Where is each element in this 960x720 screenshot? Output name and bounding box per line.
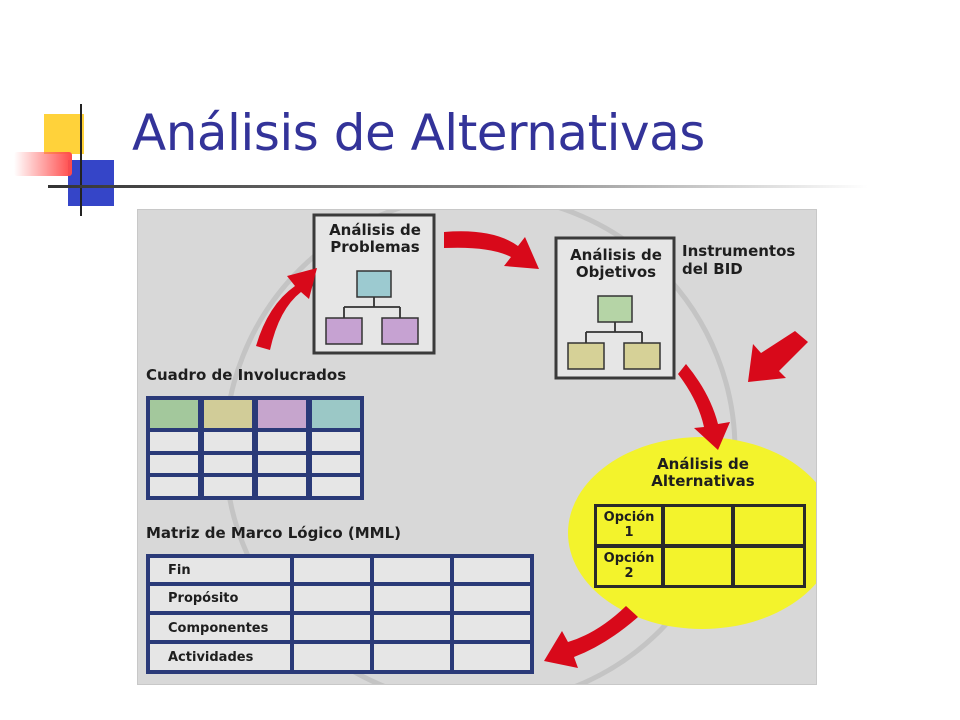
option-1-line2: 1 <box>624 525 634 540</box>
option-2-label: Opción 2 <box>597 551 661 581</box>
tree-node-icon <box>381 317 419 345</box>
problemas-title-line1: Análisis de <box>329 221 421 239</box>
instrumentos-line1: Instrumentos <box>682 242 796 260</box>
matriz-label: Matriz de Marco Lógico (MML) <box>146 524 401 542</box>
cycle-arrows <box>256 231 808 668</box>
cuadro-grid <box>146 396 364 500</box>
problemas-title: Análisis de Problemas <box>314 222 436 256</box>
instrumentos-label: Instrumentos del BID <box>682 242 795 278</box>
alternativas-title-line2: Alternativas <box>651 472 755 490</box>
instrumentos-line2: del BID <box>682 260 743 278</box>
option-1-label: Opción 1 <box>597 510 661 540</box>
problemas-box <box>312 213 436 355</box>
mml-row-label: Actividades <box>168 650 254 665</box>
tree-node-icon <box>356 270 392 298</box>
mml-row-label: Componentes <box>168 621 269 636</box>
decor-red-gradient <box>14 152 72 176</box>
option-2-line1: Opción <box>603 551 655 566</box>
slide-title: Análisis de Alternativas <box>132 104 705 162</box>
process-diagram: Análisis de Problemas Análisis de Objeti… <box>137 209 817 685</box>
corner-decoration <box>0 100 140 220</box>
diagram-graphics <box>146 210 816 684</box>
decor-yellow-square <box>44 114 84 154</box>
mml-row-label: Propósito <box>168 591 239 606</box>
option-2-line2: 2 <box>624 566 634 581</box>
alternativas-title: Análisis de Alternativas <box>628 456 778 490</box>
problemas-title-line2: Problemas <box>330 238 420 256</box>
arrow-from-instrumentos <box>748 331 808 382</box>
tree-node-icon <box>567 342 605 370</box>
objetivos-title-line2: Objetivos <box>575 263 657 281</box>
tree-node-icon <box>623 342 661 370</box>
objetivos-title-line1: Análisis de <box>570 246 662 264</box>
cuadro-label: Cuadro de Involucrados <box>146 366 347 384</box>
alternativas-title-line1: Análisis de <box>657 455 749 473</box>
mml-row-label: Fin <box>168 563 191 578</box>
tree-node-icon <box>597 295 633 323</box>
objetivos-box <box>554 236 676 380</box>
arrow-to-mml <box>544 606 638 668</box>
arrow-to-alternativas <box>678 364 730 450</box>
decor-blue-square <box>68 160 114 206</box>
decor-vertical-line <box>80 104 82 216</box>
alternativas-grid <box>594 504 806 588</box>
tree-node-icon <box>325 317 363 345</box>
arrow-to-objetivos <box>444 231 539 269</box>
option-1-line1: Opción <box>603 510 655 525</box>
mml-grid <box>146 554 534 674</box>
title-divider <box>48 185 868 188</box>
objetivos-title: Análisis de Objetivos <box>556 247 676 281</box>
arrow-to-problemas <box>256 268 317 350</box>
